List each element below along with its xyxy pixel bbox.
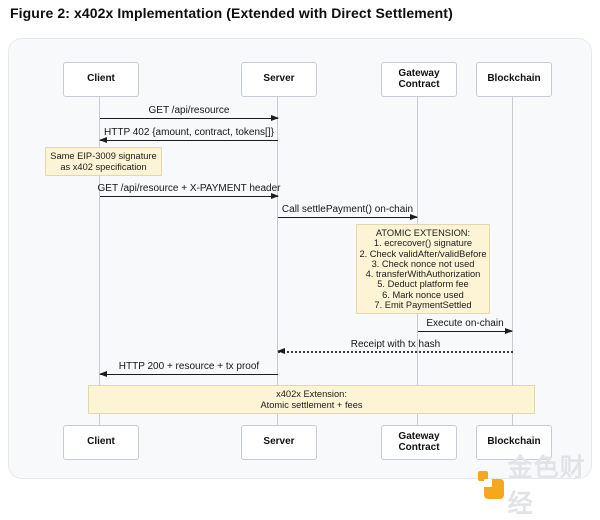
- actor-client-bottom: Client: [63, 425, 139, 460]
- arrowhead-icon: [99, 371, 107, 377]
- arrowhead-icon: [271, 193, 279, 199]
- actor-gateway-contract-bottom: Gateway Contract: [381, 425, 457, 460]
- actor-label: Gateway Contract: [398, 68, 440, 90]
- note-line: 5. Deduct platform fee: [377, 279, 469, 290]
- actor-blockchain-top: Blockchain: [476, 62, 552, 97]
- message-call-settle-payment: Call settlePayment() on-chain: [278, 202, 418, 220]
- lifeline-client: [99, 95, 100, 425]
- note-line: 2. Check validAfter/validBefore: [359, 248, 487, 259]
- note-eip-3009: Same EIP-3009 signature as x402 specific…: [45, 147, 162, 177]
- actor-server-top: Server: [241, 62, 317, 97]
- arrow-line: [100, 115, 279, 121]
- actor-client-top: Client: [63, 62, 139, 97]
- message-label: GET /api/resource + X-PAYMENT header: [97, 183, 281, 194]
- arrowhead-icon: [410, 214, 418, 220]
- arrowhead-icon: [505, 328, 513, 334]
- note-line: 4. transferWithAuthorization: [365, 269, 481, 280]
- arrow-line: [99, 137, 278, 143]
- watermark: 金色财经: [477, 448, 600, 520]
- message-get-api-resource: GET /api/resource: [100, 103, 279, 121]
- arrow-line: [418, 328, 513, 334]
- message-execute-on-chain: Execute on-chain: [418, 316, 513, 334]
- message-label: HTTP 402 {amount, contract, tokens[]}: [104, 127, 274, 138]
- arrowhead-icon: [99, 137, 107, 143]
- actor-label: Blockchain: [487, 73, 541, 85]
- note-line: Atomic settlement + fees: [260, 399, 363, 410]
- message-label: Execute on-chain: [426, 318, 504, 329]
- note-line: 3. Check nonce not used: [371, 258, 475, 269]
- note-line: 7. Emit PaymentSettled: [374, 300, 472, 311]
- actor-label: Gateway Contract: [398, 431, 440, 453]
- arrowhead-icon: [277, 348, 285, 354]
- message-label: HTTP 200 + resource + tx proof: [118, 361, 260, 372]
- logo-square-small: [478, 471, 488, 481]
- actor-server-bottom: Server: [241, 425, 317, 460]
- note-line: 1. ecrecover() signature: [373, 238, 473, 249]
- actor-label: Client: [87, 436, 115, 448]
- note-line: 6. Mark nonce used: [382, 289, 464, 300]
- watermark-text: 金色财经: [507, 454, 586, 518]
- arrow-line: [277, 348, 513, 354]
- arrow-line: [99, 371, 278, 377]
- message-get-x-payment: GET /api/resource + X-PAYMENT header: [97, 181, 281, 199]
- note-atomic-extension: ATOMIC EXTENSION: 1. ecrecover() signatu…: [356, 224, 490, 315]
- figure-title: Figure 2: x402x Implementation (Extended…: [10, 5, 453, 21]
- actor-label: Client: [87, 73, 115, 85]
- note-line: as x402 specification: [60, 161, 147, 172]
- actor-label: Server: [263, 73, 295, 85]
- lifeline-blockchain: [512, 95, 513, 425]
- message-http-402: HTTP 402 {amount, contract, tokens[]}: [99, 125, 278, 143]
- lifeline-server: [277, 95, 278, 425]
- note-line: Same EIP-3009 signature: [50, 151, 157, 161]
- actor-gateway-contract-top: Gateway Contract: [381, 62, 457, 97]
- message-label: GET /api/resource: [148, 105, 230, 116]
- message-label: Receipt with tx hash: [350, 339, 441, 350]
- actor-label: Server: [263, 436, 295, 448]
- actor-label: Blockchain: [487, 436, 541, 448]
- note-line: x402x Extension:: [276, 389, 347, 399]
- message-http-200: HTTP 200 + resource + tx proof: [99, 359, 278, 377]
- message-receipt-tx-hash: Receipt with tx hash: [277, 337, 513, 354]
- arrow-line: [278, 214, 418, 220]
- note-x402x-extension: x402x Extension: Atomic settlement + fee…: [88, 385, 535, 415]
- arrow-line: [100, 193, 279, 199]
- arrowhead-icon: [271, 115, 279, 121]
- jinse-finance-logo-icon: [477, 468, 504, 500]
- actor-blockchain-bottom: Blockchain: [476, 425, 552, 460]
- logo-square-notch: [484, 479, 492, 487]
- note-line: ATOMIC EXTENSION:: [375, 228, 471, 238]
- message-label: Call settlePayment() on-chain: [281, 204, 414, 215]
